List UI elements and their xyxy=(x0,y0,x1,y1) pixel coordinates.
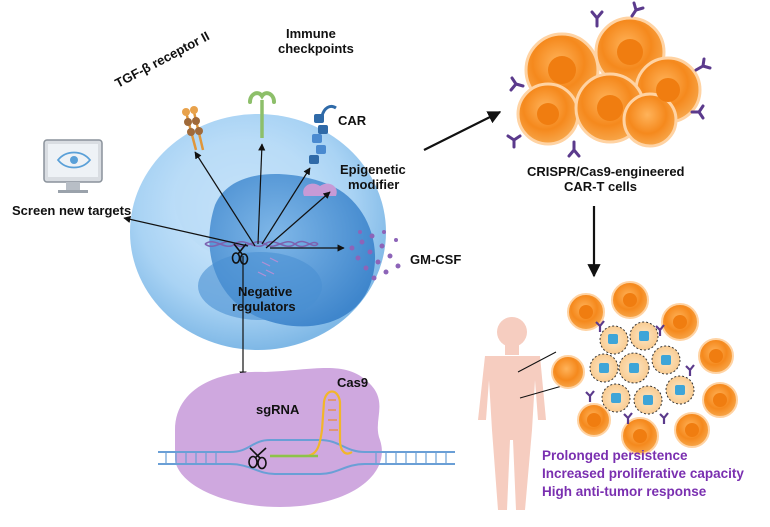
outcome-3: High anti-tumor response xyxy=(542,484,707,499)
car-icon xyxy=(309,104,337,164)
negative-label-2: regulators xyxy=(232,299,296,314)
crispr-label-1: CRISPR/Cas9-engineered xyxy=(527,164,685,179)
monitor-eye-icon xyxy=(43,139,103,193)
cas9-complex xyxy=(158,368,455,507)
tumor-nuclei xyxy=(599,331,685,405)
dna-rungs xyxy=(165,452,447,464)
immune-label-1: Immune xyxy=(286,26,336,41)
dna-helix xyxy=(204,240,319,248)
cas9-scissors-icon xyxy=(248,447,267,470)
epigenetic-label-2: modifier xyxy=(348,177,399,192)
human-body-icon xyxy=(478,317,546,510)
epigenetic-label-1: Epigenetic xyxy=(340,162,406,177)
screen-targets-label: Screen new targets xyxy=(12,203,131,218)
checkpoint-receptor-icon xyxy=(248,91,276,138)
pointer-line-2 xyxy=(519,385,563,399)
car-receptor-icons xyxy=(506,1,712,158)
outcome-1: Prolonged persistence xyxy=(542,448,688,463)
gm-csf-label: GM-CSF xyxy=(410,252,461,267)
sgrna-label: sgRNA xyxy=(256,402,300,417)
small-dna-fragments xyxy=(257,257,279,277)
arrow-to-cart xyxy=(423,111,502,151)
cart-cell-cluster xyxy=(516,16,702,148)
tgf-receptor-icon xyxy=(182,106,205,151)
tgf-receptor-label: TGF-β receptor II xyxy=(112,28,212,90)
nucleus-inner xyxy=(198,252,322,320)
dna-double-strand xyxy=(158,439,455,475)
gm-csf-dots xyxy=(349,230,401,281)
center-arrows xyxy=(123,143,345,379)
cas9-label: Cas9 xyxy=(337,375,368,390)
pointer-line-1 xyxy=(517,351,557,373)
tcells-around-tumor xyxy=(551,281,738,455)
tumor-cells xyxy=(589,321,695,415)
immune-label-2: checkpoints xyxy=(278,41,354,56)
car-label: CAR xyxy=(338,113,367,128)
tumor-car-receptors xyxy=(585,320,695,424)
outcome-2: Increased proliferative capacity xyxy=(542,466,744,481)
sgrna-hairpin xyxy=(270,390,353,458)
crispr-label-2: CAR-T cells xyxy=(564,179,637,194)
negative-label-1: Negative xyxy=(238,284,292,299)
